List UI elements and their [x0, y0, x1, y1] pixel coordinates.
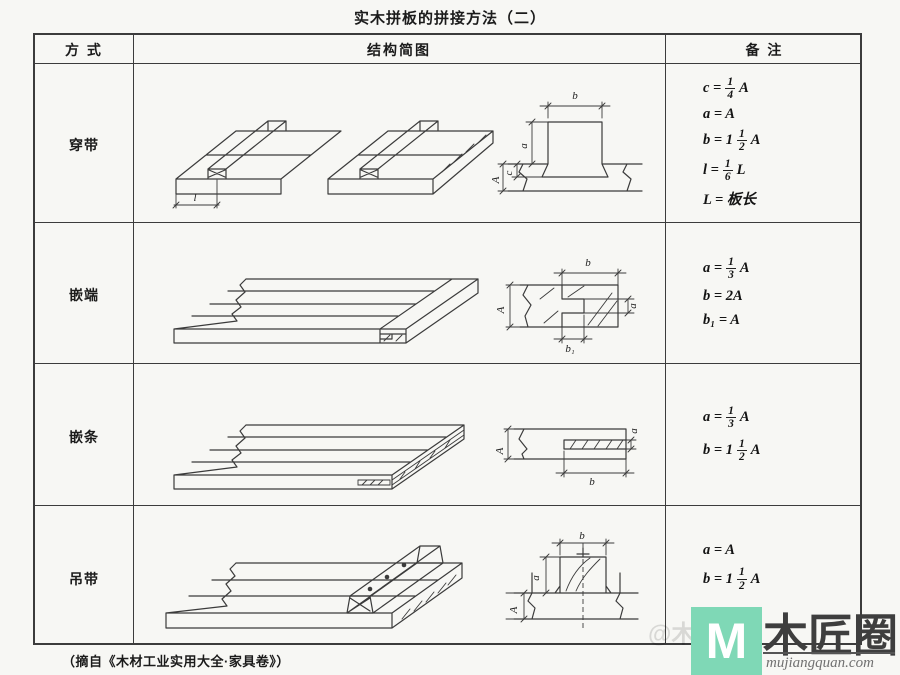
screw-dot: [367, 586, 373, 592]
row-divider-1: [35, 222, 860, 224]
dim-label-a: a: [518, 143, 530, 149]
diagram-qianduan-3d: [173, 278, 479, 344]
column-divider-2: [665, 35, 667, 643]
dim-label-a: a: [530, 575, 542, 581]
diagram-qiantiao-3d: [173, 424, 465, 490]
formula: L = 板长: [703, 192, 756, 209]
watermark-logo-letter: M: [705, 613, 748, 669]
source-caption: （摘自《木材工业实用大全·家具卷》）: [62, 654, 290, 669]
dim-label-a: a: [627, 303, 639, 309]
formula: a = A: [703, 542, 735, 559]
column-header-diagram: 结构简图: [367, 42, 431, 58]
screw-dot: [384, 574, 390, 580]
formula: b₁ = A: [703, 312, 740, 329]
row-divider-3: [35, 505, 860, 507]
dim-label-l: l: [193, 192, 196, 204]
dim-label-b: b: [572, 90, 578, 102]
dim-label-b1: b₁: [565, 343, 575, 355]
dim-label-b: b: [589, 476, 595, 488]
diagram-qiantiao-section: A a b: [494, 425, 640, 488]
screw-dot: [401, 562, 407, 568]
diagram-qianduan-section: b A a b₁: [495, 257, 639, 355]
diagram-diaodai-section: b a A: [505, 530, 639, 630]
column-header-method: 方 式: [65, 42, 103, 58]
method-label-chuandai: 穿带: [69, 137, 99, 153]
row-divider-2: [35, 363, 860, 365]
dim-label-a: a: [628, 428, 640, 434]
column-divider-1: [133, 35, 135, 643]
dim-label-A: A: [508, 606, 520, 614]
diagram-chuandai-section: b a c A: [490, 90, 643, 195]
formula: a = A: [703, 105, 735, 122]
method-label-qianduan: 嵌端: [69, 287, 99, 303]
dim-label-A: A: [494, 447, 506, 455]
dim-label-A: A: [495, 306, 507, 314]
column-header-notes: 备 注: [745, 42, 784, 58]
formula: b = 2A: [703, 288, 743, 305]
dim-label-A: A: [490, 176, 502, 184]
watermark-underline: [763, 652, 895, 654]
dim-label-b: b: [585, 257, 591, 269]
diagram-chuandai-3d: l: [172, 120, 494, 209]
method-label-qiantiao: 嵌条: [69, 429, 99, 445]
joinery-table: 方 式 结构简图 备 注 穿带 嵌端 嵌条 吊带 l b a c A b A a…: [33, 33, 862, 645]
watermark-logo: M: [691, 607, 762, 675]
watermark-domain: mujiangquan.com: [766, 655, 874, 671]
dim-label-c: c: [503, 170, 515, 175]
header-divider: [35, 63, 860, 65]
page-title: 实木拼板的拼接方法（二）: [353, 10, 546, 27]
dim-label-b: b: [579, 530, 585, 542]
diagram-diaodai-3d: [165, 545, 463, 629]
method-label-diaodai: 吊带: [69, 571, 99, 587]
